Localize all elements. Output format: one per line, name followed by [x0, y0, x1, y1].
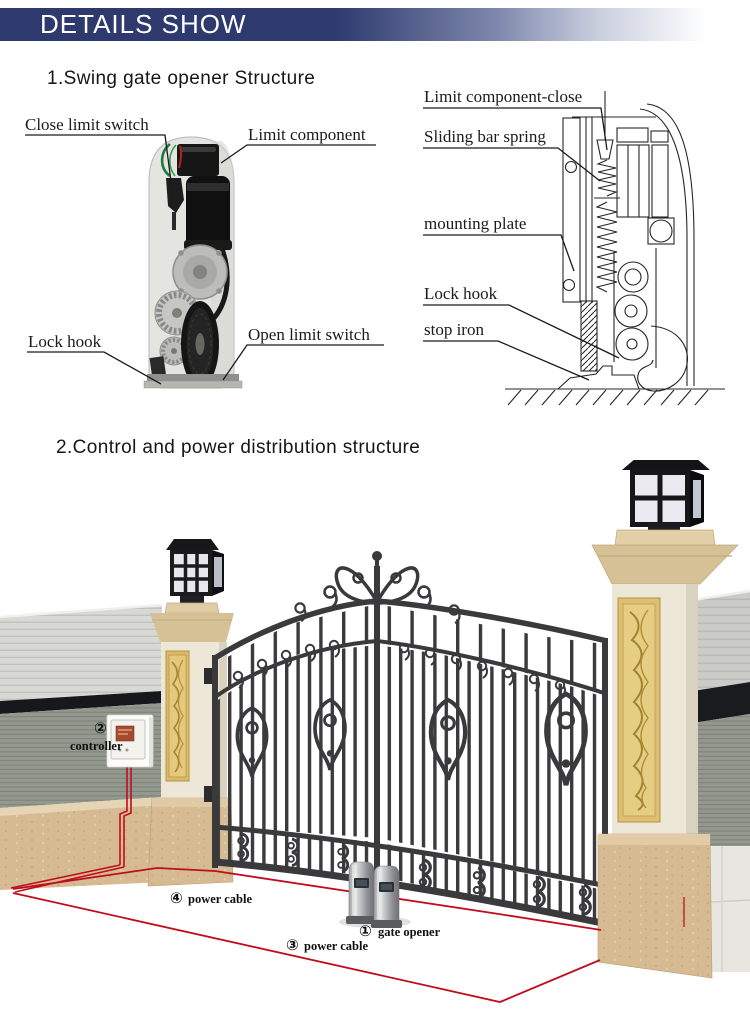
gate-opener-units: [339, 861, 411, 928]
left-pillar-carving: [165, 650, 190, 782]
right-pillar-base: [597, 833, 713, 979]
controller-box: [106, 714, 154, 768]
cable-3-path: [12, 892, 601, 1003]
lock-hook-drawn: [637, 325, 689, 392]
cable4-number: ④: [170, 889, 183, 907]
photo-label-open-limit-switch: Open limit switch: [222, 325, 384, 381]
upper-spring: [596, 159, 618, 197]
drawing-label-mounting-plate: mounting plate: [423, 214, 575, 272]
cable3-label: power cable: [304, 939, 368, 953]
wrought-iron-gate: [212, 551, 608, 928]
gearbox: [172, 244, 228, 300]
svg-text:mounting plate: mounting plate: [424, 214, 526, 233]
wall-dark-band: [0, 691, 162, 714]
gate-opener-left: [346, 861, 377, 924]
close-limit-switch-part: [166, 178, 184, 213]
right-pillar-cap: [591, 544, 739, 585]
section2-title: 2.Control and power distribution structu…: [56, 437, 421, 458]
right-pillar-lamp: [622, 460, 710, 531]
sliding-bar-spring-part: [595, 201, 618, 293]
svg-text:Lock hook: Lock hook: [28, 332, 102, 351]
cable4-label: power cable: [188, 892, 252, 906]
controller-label: controller: [70, 739, 123, 753]
photo-label-close-limit-switch: Close limit switch: [25, 115, 174, 198]
cable3-number: ③: [286, 936, 299, 954]
technical-linework: [505, 91, 725, 406]
section1-title: 1.Swing gate opener Structure: [47, 68, 316, 89]
svg-text:Lock hook: Lock hook: [424, 284, 498, 303]
stop-iron-part: [556, 365, 640, 390]
left-pillar-cap: [150, 613, 234, 642]
drawing-label-stop-iron: stop iron: [423, 320, 590, 381]
gate-crest: [294, 551, 461, 625]
red-wire: [178, 145, 183, 169]
svg-text:Close limit switch: Close limit switch: [25, 115, 149, 134]
controller-number: ②: [94, 719, 107, 737]
svg-text:Sliding bar spring: Sliding bar spring: [424, 127, 546, 146]
opener-number: ①: [359, 922, 372, 940]
green-wire: [160, 142, 171, 178]
gate-opener-right: [371, 865, 402, 928]
right-pillar: [591, 460, 739, 979]
limit-component-close-part: [596, 139, 614, 160]
header-bar: DETAILS SHOW: [0, 8, 728, 41]
svg-text:Limit component: Limit component: [248, 125, 366, 144]
ground-hatching: [507, 389, 709, 406]
svg-text:Open limit switch: Open limit switch: [248, 325, 370, 344]
drawing-label-limit-component-close: Limit component-close: [423, 87, 608, 151]
gate-opener-device: [143, 136, 243, 389]
photo-label-limit-component: Limit component: [220, 125, 376, 164]
page-title: DETAILS SHOW: [40, 9, 247, 39]
installation-scene: ② controller ④ power cable ① gate opener…: [0, 460, 750, 1003]
right-pillar-carving: [617, 597, 661, 823]
motor: [186, 176, 230, 248]
opener-technical-drawing: Limit component-close Sliding bar spring…: [423, 87, 725, 406]
opener-photo-diagram: Close limit switch Limit component Lock …: [25, 115, 384, 389]
svg-text:Limit component-close: Limit component-close: [424, 87, 582, 106]
left-pillar-lamp: [166, 539, 224, 603]
lock-hook-part: [149, 356, 167, 380]
mounting-plate-part: [580, 300, 598, 372]
opener-label: gate opener: [378, 925, 441, 939]
drive-wheel: [181, 301, 219, 387]
svg-text:stop iron: stop iron: [424, 320, 484, 339]
drawing-label-lock-hook: Lock hook: [423, 284, 620, 359]
drawing-label-sliding-bar-spring: Sliding bar spring: [423, 127, 601, 182]
gate-mid-rail: [214, 824, 608, 889]
base-plate: [143, 380, 243, 389]
wall-base: [0, 797, 162, 890]
photo-label-lock-hook: Lock hook: [27, 332, 162, 385]
